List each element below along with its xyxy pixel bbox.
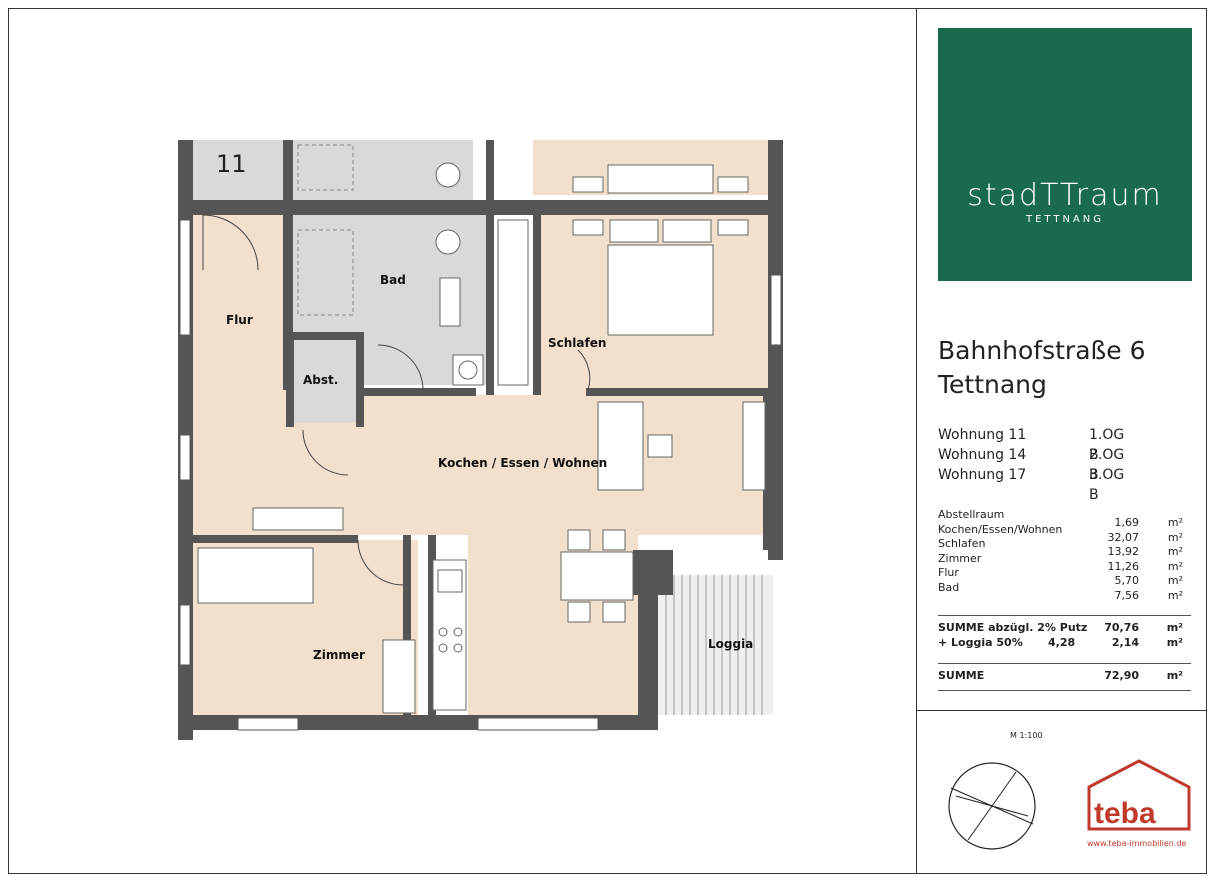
sidebar-divider <box>916 8 917 874</box>
area-value: 7,56 <box>1114 588 1140 602</box>
loggia-label: + Loggia 50% <box>938 636 1023 649</box>
scale-label: M 1:100 <box>1010 731 1043 740</box>
brand-subtitle: TETTNANG <box>1025 214 1105 225</box>
room-label-schlafen: Schlafen <box>548 336 607 350</box>
area-name: Flur <box>938 566 959 579</box>
area-name: Schlafen <box>938 537 986 550</box>
area-unit: m² <box>1167 574 1183 587</box>
unit-number: 11 <box>216 150 247 178</box>
area-names: Abstellraum Kochen/Essen/Wohnen Schlafen… <box>938 508 1062 595</box>
floor-plan-drawing <box>178 140 783 740</box>
area-value: 5,70 <box>1114 574 1140 587</box>
area-values: 1,69 32,07 13,92 11,26 5,70 7,56 <box>1108 516 1140 603</box>
area-value: 13,92 <box>1107 545 1140 558</box>
loggia-full-value: 4,28 <box>1048 636 1076 649</box>
loggia-value: 2,14 <box>1111 636 1139 649</box>
sum-unit: m² <box>1166 621 1183 634</box>
area-unit: m² <box>1167 516 1183 529</box>
teba-url: www.teba-immobilien.de <box>1087 839 1187 848</box>
total-rule <box>938 663 1191 664</box>
footer-divider <box>916 710 1207 711</box>
unit-row: Wohnung 17 3.OG B <box>938 465 1124 503</box>
total-value: 72,90 <box>1104 669 1139 682</box>
total-label: SUMME <box>938 669 985 682</box>
bottom-rule <box>938 690 1191 691</box>
north-arrow-icon <box>948 762 1036 850</box>
area-name: Kochen/Essen/Wohnen <box>938 522 1063 536</box>
unit-row: Wohnung 11 1.OG B <box>938 425 1124 463</box>
brand-name: stadTTraum <box>967 178 1163 213</box>
room-label-flur: Flur <box>226 313 253 327</box>
loggia-row: + Loggia 50% 4,28 2,14 m² <box>938 636 1183 651</box>
unit-name: Wohnung 17 <box>938 467 1027 483</box>
room-label-bad: Bad <box>380 273 406 287</box>
loggia-unit: m² <box>1166 636 1183 649</box>
area-name: Bad <box>938 580 960 594</box>
sum-row: SUMME abzügl. 2% Putz 70,76 m² <box>938 621 1183 636</box>
area-unit: m² <box>1167 559 1183 573</box>
total-row: SUMME 72,90 m² <box>938 669 1183 684</box>
teba-logo-icon <box>1087 759 1191 831</box>
unit-list: Wohnung 11 1.OG B Wohnung 14 2.OG B Wohnun… <box>938 425 1124 503</box>
room-label-zimmer: Zimmer <box>313 648 365 662</box>
total-unit: m² <box>1166 669 1183 682</box>
room-label-kochen: Kochen / Essen / Wohnen <box>438 456 608 470</box>
room-label-loggia: Loggia <box>708 637 754 651</box>
address-line-1: Bahnhofstraße 6 <box>938 336 1146 365</box>
summary-rule <box>938 615 1191 616</box>
sum-value: 70,76 <box>1104 621 1139 634</box>
area-unit: m² <box>1167 530 1183 544</box>
unit-row: Wohnung 14 2.OG B <box>938 445 1124 483</box>
room-label-abst: Abst. <box>303 373 339 387</box>
teba-logo-text: teba <box>1094 797 1156 830</box>
page-frame <box>8 8 1207 874</box>
area-value: 1,69 <box>1114 516 1140 529</box>
area-name: Zimmer <box>938 551 982 565</box>
unit-level: 1.OG B <box>1089 427 1125 463</box>
unit-name: Wohnung 14 <box>938 447 1027 463</box>
address-line-2: Tettnang <box>938 370 1047 399</box>
sum-label: SUMME abzügl. 2% Putz <box>938 621 1088 634</box>
area-units: m² m² m² m² m² m² <box>1168 516 1183 603</box>
unit-level: 2.OG B <box>1089 447 1125 483</box>
area-unit: m² <box>1167 545 1183 558</box>
area-value: 32,07 <box>1107 530 1140 544</box>
unit-level: 3.OG B <box>1089 467 1125 503</box>
brand-logo-box: stadTTraum TETTNANG <box>938 28 1192 281</box>
area-value: 11,26 <box>1107 559 1140 573</box>
unit-name: Wohnung 11 <box>938 427 1027 443</box>
area-name: Abstellraum <box>938 508 1005 521</box>
area-unit: m² <box>1167 588 1183 602</box>
floor-plan: 11 Bad Flur Abst. Schlafen Kochen / Esse… <box>178 140 798 745</box>
